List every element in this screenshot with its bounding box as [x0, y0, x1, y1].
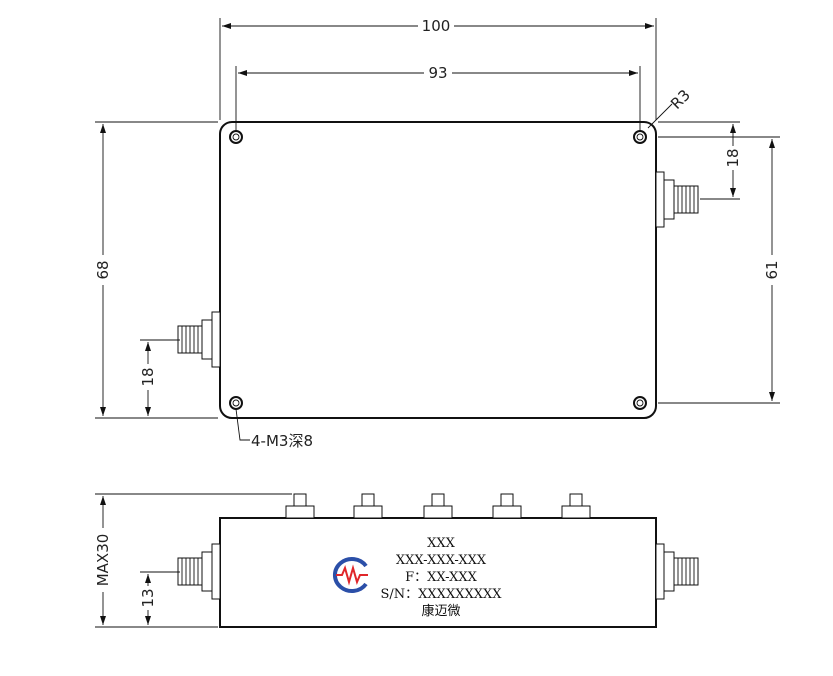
dim-left-connector-offset-text: 18: [139, 367, 157, 386]
sma-connector-right-front: [655, 543, 699, 600]
top-connector: [353, 493, 383, 519]
sma-connector-left-front: [177, 543, 221, 600]
dim-height-right-ref: 61: [658, 136, 784, 404]
sma-connector-right: [655, 171, 699, 228]
top-connector: [561, 493, 591, 519]
dim-mount-holes-text: 4-M3深8: [251, 432, 313, 450]
mount-hole: [229, 396, 243, 410]
dim-mount-holes: 4-M3深8: [235, 408, 313, 450]
dim-max-height-text: MAX30: [94, 534, 112, 587]
top-view: 100 93 R3 68 61: [92, 15, 784, 450]
mount-hole: [633, 396, 647, 410]
mount-hole: [633, 130, 647, 144]
label-line-2: XXX-XXX-XXX: [396, 553, 487, 568]
top-connector: [423, 493, 453, 519]
dim-corner-radius-text: R3: [667, 86, 694, 113]
dim-width-overall-text: 100: [422, 17, 451, 35]
dim-side-connector-height-text: 13: [139, 588, 157, 607]
label-line-4: S/N：XXXXXXXXX: [381, 587, 503, 602]
front-view: XXX XXX-XXX-XXX F：XX-XXX S/N：XXXXXXXXX 康…: [92, 493, 699, 628]
housing-outline: [219, 121, 657, 419]
company-logo: [332, 557, 368, 593]
label-line-1: XXX: [427, 536, 456, 551]
dim-side-connector-height: 13: [139, 571, 180, 625]
mount-hole: [229, 130, 243, 144]
label-company: 康迈微: [421, 603, 460, 619]
dim-right-connector-offset-text: 18: [724, 148, 742, 167]
top-connector: [285, 493, 315, 519]
dim-height-overall: 68: [92, 121, 218, 419]
dim-width-holes: 93: [235, 62, 641, 131]
sma-connector-left: [177, 311, 221, 368]
label-line-3: F：XX-XXX: [405, 570, 478, 585]
dim-right-connector-offset: 18: [658, 121, 744, 200]
dim-left-connector-offset: 18: [139, 339, 180, 416]
dim-width-overall: 100: [219, 15, 657, 120]
top-connector: [492, 493, 522, 519]
dim-height-right-ref-text: 61: [763, 260, 781, 279]
dim-max-height: MAX30: [92, 493, 292, 628]
dim-width-holes-text: 93: [428, 64, 447, 82]
dim-height-overall-text: 68: [94, 260, 112, 279]
